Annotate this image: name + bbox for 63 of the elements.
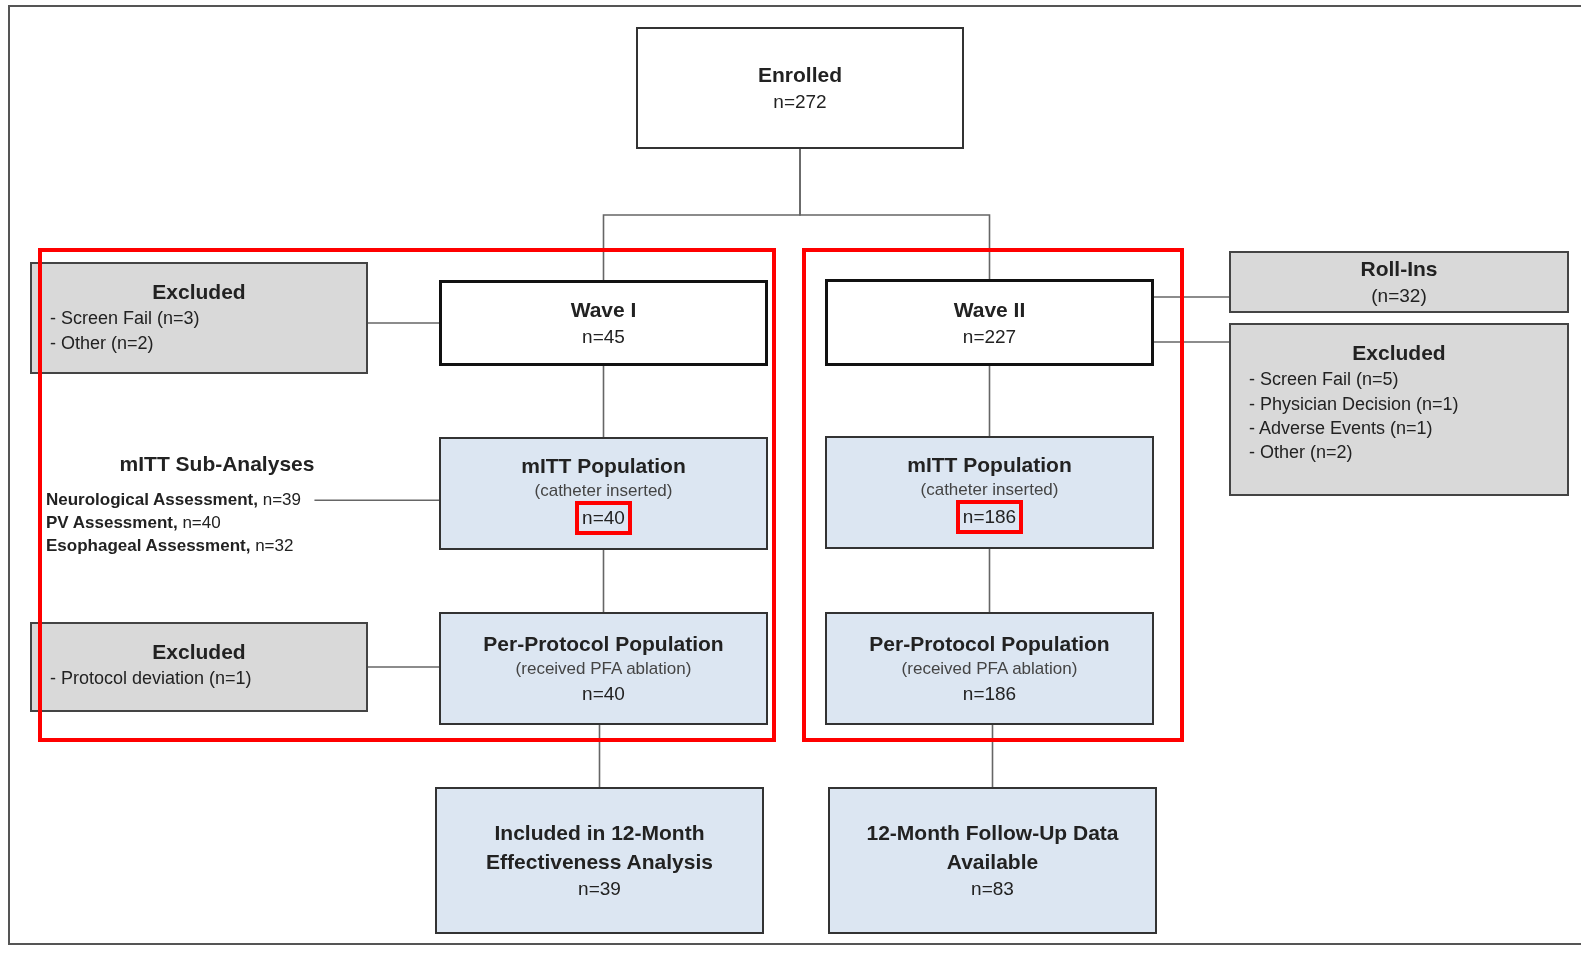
connector-line (799, 148, 991, 280)
count-text: n=45 (582, 325, 625, 350)
analysis-text: Neurological Assessment, n=39 (46, 488, 301, 511)
process-box (439, 612, 768, 725)
connector-line (367, 322, 440, 324)
heading-text: Enrolled (758, 62, 842, 88)
list-item: - Screen Fail (n=3) (49, 307, 200, 331)
heading-text: Per-Protocol Population (869, 631, 1110, 658)
connector-line (602, 365, 605, 438)
process-box (825, 279, 1154, 366)
process-box (1229, 323, 1569, 496)
list-item: - Screen Fail (n=5) (1248, 368, 1399, 392)
heading-text: Per-Protocol Population (483, 631, 724, 658)
connector-line (1153, 296, 1230, 298)
count-text: n=39 (578, 877, 621, 901)
heading-text: Wave II (953, 296, 1026, 323)
heading-text: mITT Population (521, 453, 686, 480)
heading-text: mITT Sub-Analyses (119, 451, 315, 478)
connector-line (988, 365, 991, 437)
description-text: (received PFA ablation) (515, 658, 692, 681)
count-text: n=272 (773, 90, 827, 115)
count-text: n=83 (971, 877, 1014, 901)
heading-text: Excluded (152, 279, 246, 305)
heading-text: 12-Month Follow-Up Data Available (865, 820, 1120, 875)
description-text: (catheter inserted) (534, 480, 673, 503)
heading-text: Wave I (570, 297, 637, 323)
connector-line (991, 724, 994, 788)
connector-line (602, 549, 605, 613)
count-text: n=40 (575, 501, 632, 535)
process-box (636, 27, 964, 149)
process-box (828, 787, 1157, 934)
connector-line (313, 499, 440, 501)
highlight-frame (38, 248, 776, 742)
list-item: - Other (n=2) (1248, 441, 1353, 465)
list-item: - Physician Decision (n=1) (1248, 392, 1459, 416)
list-item: - Protocol deviation (n=1) (49, 667, 252, 691)
process-box (1229, 251, 1569, 313)
heading-text: Excluded (1352, 340, 1446, 366)
analysis-text: PV Assessment, n=40 (46, 511, 221, 534)
heading-text: Included in 12-Month Effectiveness Analysis (485, 820, 714, 875)
connector-line (1153, 341, 1230, 343)
connector-line (988, 548, 991, 613)
count-text: n=227 (962, 324, 1017, 349)
description-text: (catheter inserted) (920, 479, 1059, 502)
connector-line (367, 666, 440, 668)
list-item: - Other (n=2) (49, 331, 154, 355)
count-text: n=40 (582, 682, 625, 707)
process-box (435, 787, 764, 934)
count-text: n=186 (955, 500, 1024, 534)
list-item: - Adverse Events (n=1) (1248, 416, 1433, 440)
count-text: (n=32) (1371, 284, 1427, 309)
connector-line (598, 724, 601, 788)
heading-text: mITT Population (907, 452, 1072, 479)
process-box (825, 436, 1154, 549)
highlight-frame (802, 248, 1184, 742)
analysis-text: Esophageal Assessment, n=32 (46, 534, 294, 557)
count-text: n=186 (962, 682, 1017, 707)
process-box (439, 437, 768, 550)
process-box (439, 280, 768, 366)
heading-text: Roll-Ins (1360, 256, 1438, 282)
process-box (825, 612, 1154, 725)
description-text: (received PFA ablation) (901, 658, 1078, 681)
heading-text: Excluded (152, 639, 246, 665)
